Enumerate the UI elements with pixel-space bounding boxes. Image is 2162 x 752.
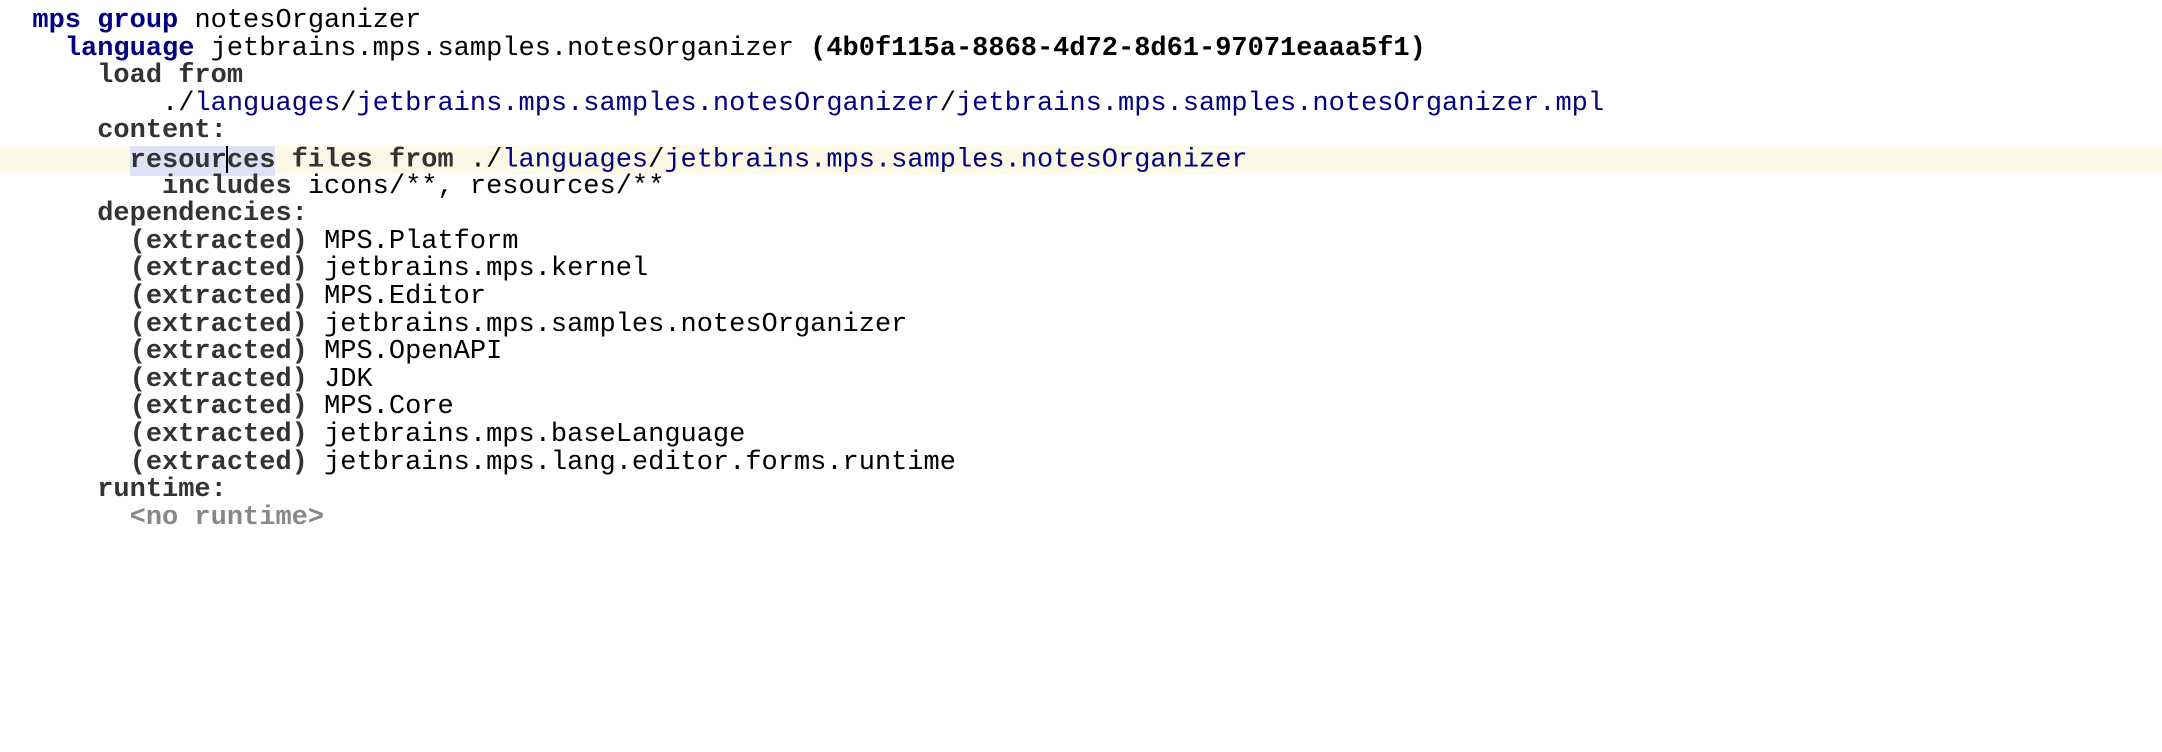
dependency-name[interactable]: jetbrains.mps.kernel bbox=[324, 254, 649, 285]
code-editor[interactable]: mps group notesOrganizer language jetbra… bbox=[0, 0, 2162, 532]
extracted-tag: (extracted) bbox=[129, 254, 308, 285]
extracted-tag: (extracted) bbox=[129, 226, 308, 257]
extracted-tag: (extracted) bbox=[129, 447, 308, 478]
language-name[interactable]: jetbrains.mps.samples.notesOrganizer bbox=[210, 33, 794, 64]
no-runtime-line[interactable]: <no runtime> bbox=[0, 502, 2162, 533]
extracted-tag: (extracted) bbox=[129, 309, 308, 340]
dependencies-line[interactable]: dependencies: bbox=[0, 199, 2162, 230]
extracted-tag: (extracted) bbox=[129, 419, 308, 450]
language-uuid: (4b0f115a-8868-4d72-8d61-97071eaaa5f1) bbox=[810, 33, 1426, 64]
no-runtime-placeholder[interactable]: <no runtime> bbox=[129, 502, 325, 533]
group-name[interactable]: notesOrganizer bbox=[194, 6, 422, 36]
dependency-item[interactable]: (extracted) jetbrains.mps.kernel bbox=[0, 256, 2162, 284]
keyword: load from bbox=[97, 61, 244, 92]
extracted-tag: (extracted) bbox=[129, 281, 308, 312]
dependency-name[interactable]: MPS.OpenAPI bbox=[324, 337, 503, 368]
path-prefix: ./ bbox=[469, 145, 503, 176]
keyword: group bbox=[97, 6, 179, 36]
extracted-tag: (extracted) bbox=[129, 392, 308, 423]
path-segment[interactable]: jetbrains.mps.samples.notesOrganizer.mpl bbox=[955, 88, 1605, 119]
content-line[interactable]: content: bbox=[0, 118, 2162, 146]
keyword: includes bbox=[162, 171, 292, 202]
keyword: mps bbox=[32, 6, 82, 36]
keyword: dependencies: bbox=[97, 199, 308, 230]
dependency-item[interactable]: (extracted) MPS.OpenAPI bbox=[0, 337, 2162, 368]
dependency-name[interactable]: JDK bbox=[324, 364, 373, 395]
dependency-name[interactable]: jetbrains.mps.samples.notesOrganizer bbox=[324, 309, 908, 340]
group-line[interactable]: mps group notesOrganizer bbox=[0, 6, 2162, 36]
dependency-item[interactable]: (extracted) jetbrains.mps.lang.editor.fo… bbox=[0, 447, 2162, 478]
extracted-tag: (extracted) bbox=[129, 337, 308, 368]
path-segment[interactable]: jetbrains.mps.samples.notesOrganizer bbox=[356, 88, 940, 119]
load-path-line[interactable]: ./languages/jetbrains.mps.samples.notesO… bbox=[162, 88, 1605, 119]
dependency-name[interactable]: jetbrains.mps.lang.editor.forms.runtime bbox=[324, 447, 956, 478]
dependency-item[interactable]: (extracted) jetbrains.mps.samples.notesO… bbox=[0, 309, 2162, 340]
dependency-name[interactable]: MPS.Platform bbox=[324, 226, 519, 257]
keyword: language bbox=[64, 33, 195, 64]
resources-keyword[interactable]: resources bbox=[129, 145, 276, 176]
path-segment[interactable]: jetbrains.mps.samples.notesOrganizer bbox=[664, 145, 1248, 176]
dependency-item[interactable]: (extracted) MPS.Core bbox=[0, 394, 2162, 422]
language-line[interactable]: language jetbrains.mps.samples.notesOrga… bbox=[0, 33, 2162, 64]
keyword: content: bbox=[97, 116, 227, 147]
runtime-line[interactable]: runtime: bbox=[0, 475, 2162, 506]
extracted-tag: (extracted) bbox=[129, 364, 308, 395]
keyword: runtime: bbox=[97, 475, 227, 506]
dependency-item[interactable]: (extracted) jetbrains.mps.baseLanguage bbox=[0, 419, 2162, 450]
resources-line[interactable]: resources files from ./languages/jetbrai… bbox=[0, 145, 2162, 176]
load-from-line[interactable]: load from bbox=[0, 61, 2162, 92]
path-prefix: ./ bbox=[162, 88, 195, 119]
path-segment[interactable]: languages bbox=[502, 145, 649, 176]
includes-line[interactable]: includes icons/**, resources/** bbox=[0, 171, 2162, 202]
keyword: files from bbox=[291, 145, 454, 176]
path-segment[interactable]: languages bbox=[194, 88, 341, 119]
includes-pattern[interactable]: icons/**, resources/** bbox=[307, 171, 665, 202]
dependency-item[interactable]: (extracted) MPS.Platform bbox=[0, 226, 2162, 257]
dependency-name[interactable]: MPS.Editor bbox=[324, 281, 487, 312]
dependency-name[interactable]: jetbrains.mps.baseLanguage bbox=[324, 419, 746, 450]
dependency-item[interactable]: (extracted) MPS.Editor bbox=[0, 281, 2162, 312]
dependency-name[interactable]: MPS.Core bbox=[324, 392, 454, 423]
dependency-item[interactable]: (extracted) JDK bbox=[0, 364, 2162, 395]
text-caret bbox=[225, 145, 228, 173]
